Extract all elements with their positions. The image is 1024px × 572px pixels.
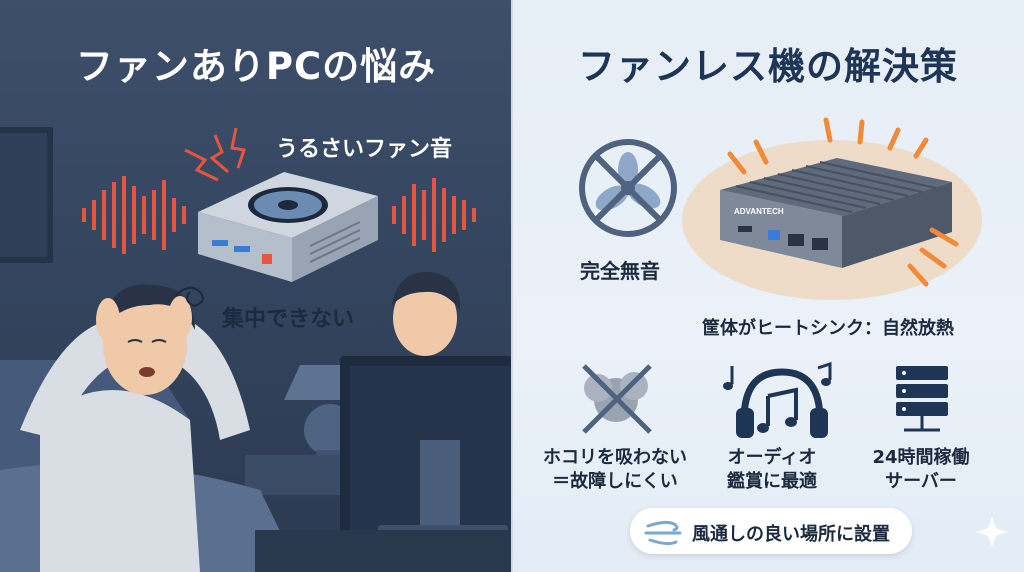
- audio-label: オーディオ 鑑賞に最適: [712, 446, 832, 494]
- sound-wave-icon: [82, 176, 476, 254]
- sparkle-icon: [976, 516, 1008, 548]
- server-rack-icon: [896, 366, 948, 432]
- dizzy-squiggle: [174, 286, 204, 308]
- music-note-icon: [723, 361, 832, 390]
- dust-label: ホコリを吸わない ＝故障しにくい: [540, 446, 690, 494]
- noise-label: うるさいファン音: [276, 137, 453, 162]
- headphones-icon: [736, 368, 828, 438]
- left-title: ファンありPCの悩み: [75, 45, 437, 88]
- fan-icon: [248, 187, 328, 223]
- nightstand: [245, 455, 355, 495]
- fanless-solution-panel: ADVANTECH: [512, 0, 1024, 572]
- fanless-device: [720, 158, 952, 268]
- device-brand: ADVANTECH: [734, 207, 784, 216]
- wall-picture: [0, 127, 53, 263]
- heat-arrow-icon: [727, 117, 959, 287]
- crossed-dust-icon: [582, 364, 652, 434]
- fan-pc-problem-panel: ファンありPCの悩み うるさいファン音 集中できない: [0, 0, 512, 572]
- server-label: 24時間稼働 サーバー: [856, 446, 986, 494]
- server-label-line2: サーバー: [885, 471, 957, 492]
- server-label-line1: 24時間稼働: [872, 447, 970, 468]
- dust-label-line2: ＝故障しにくい: [552, 471, 678, 492]
- desk: [255, 530, 512, 572]
- crossed-fan-icon: [579, 139, 677, 237]
- panel-divider: [511, 0, 513, 572]
- silent-label: 完全無音: [580, 259, 660, 283]
- audio-label-line2: 鑑賞に最適: [727, 471, 817, 492]
- noisy-fan-pc: [198, 172, 378, 282]
- stressed-person: [20, 284, 250, 572]
- wind-icon: [644, 520, 682, 546]
- solution-graphics: ADVANTECH: [579, 117, 1008, 548]
- right-title: ファンレス機の解決策: [578, 45, 958, 88]
- vent-label: 風通しの良い場所に設置: [692, 524, 890, 545]
- heatsink-label: 筐体がヒートシンク：自然放熱: [702, 318, 954, 339]
- lightning-icon: [184, 127, 246, 182]
- monitor: [340, 356, 512, 556]
- audio-label-line1: オーディオ: [727, 447, 817, 468]
- vent-badge: 風通しの良い場所に設置: [630, 508, 912, 554]
- dust-label-line1: ホコリを吸わない: [543, 447, 687, 468]
- focus-label: 集中できない: [222, 307, 355, 332]
- bedroom-scene: [0, 127, 512, 572]
